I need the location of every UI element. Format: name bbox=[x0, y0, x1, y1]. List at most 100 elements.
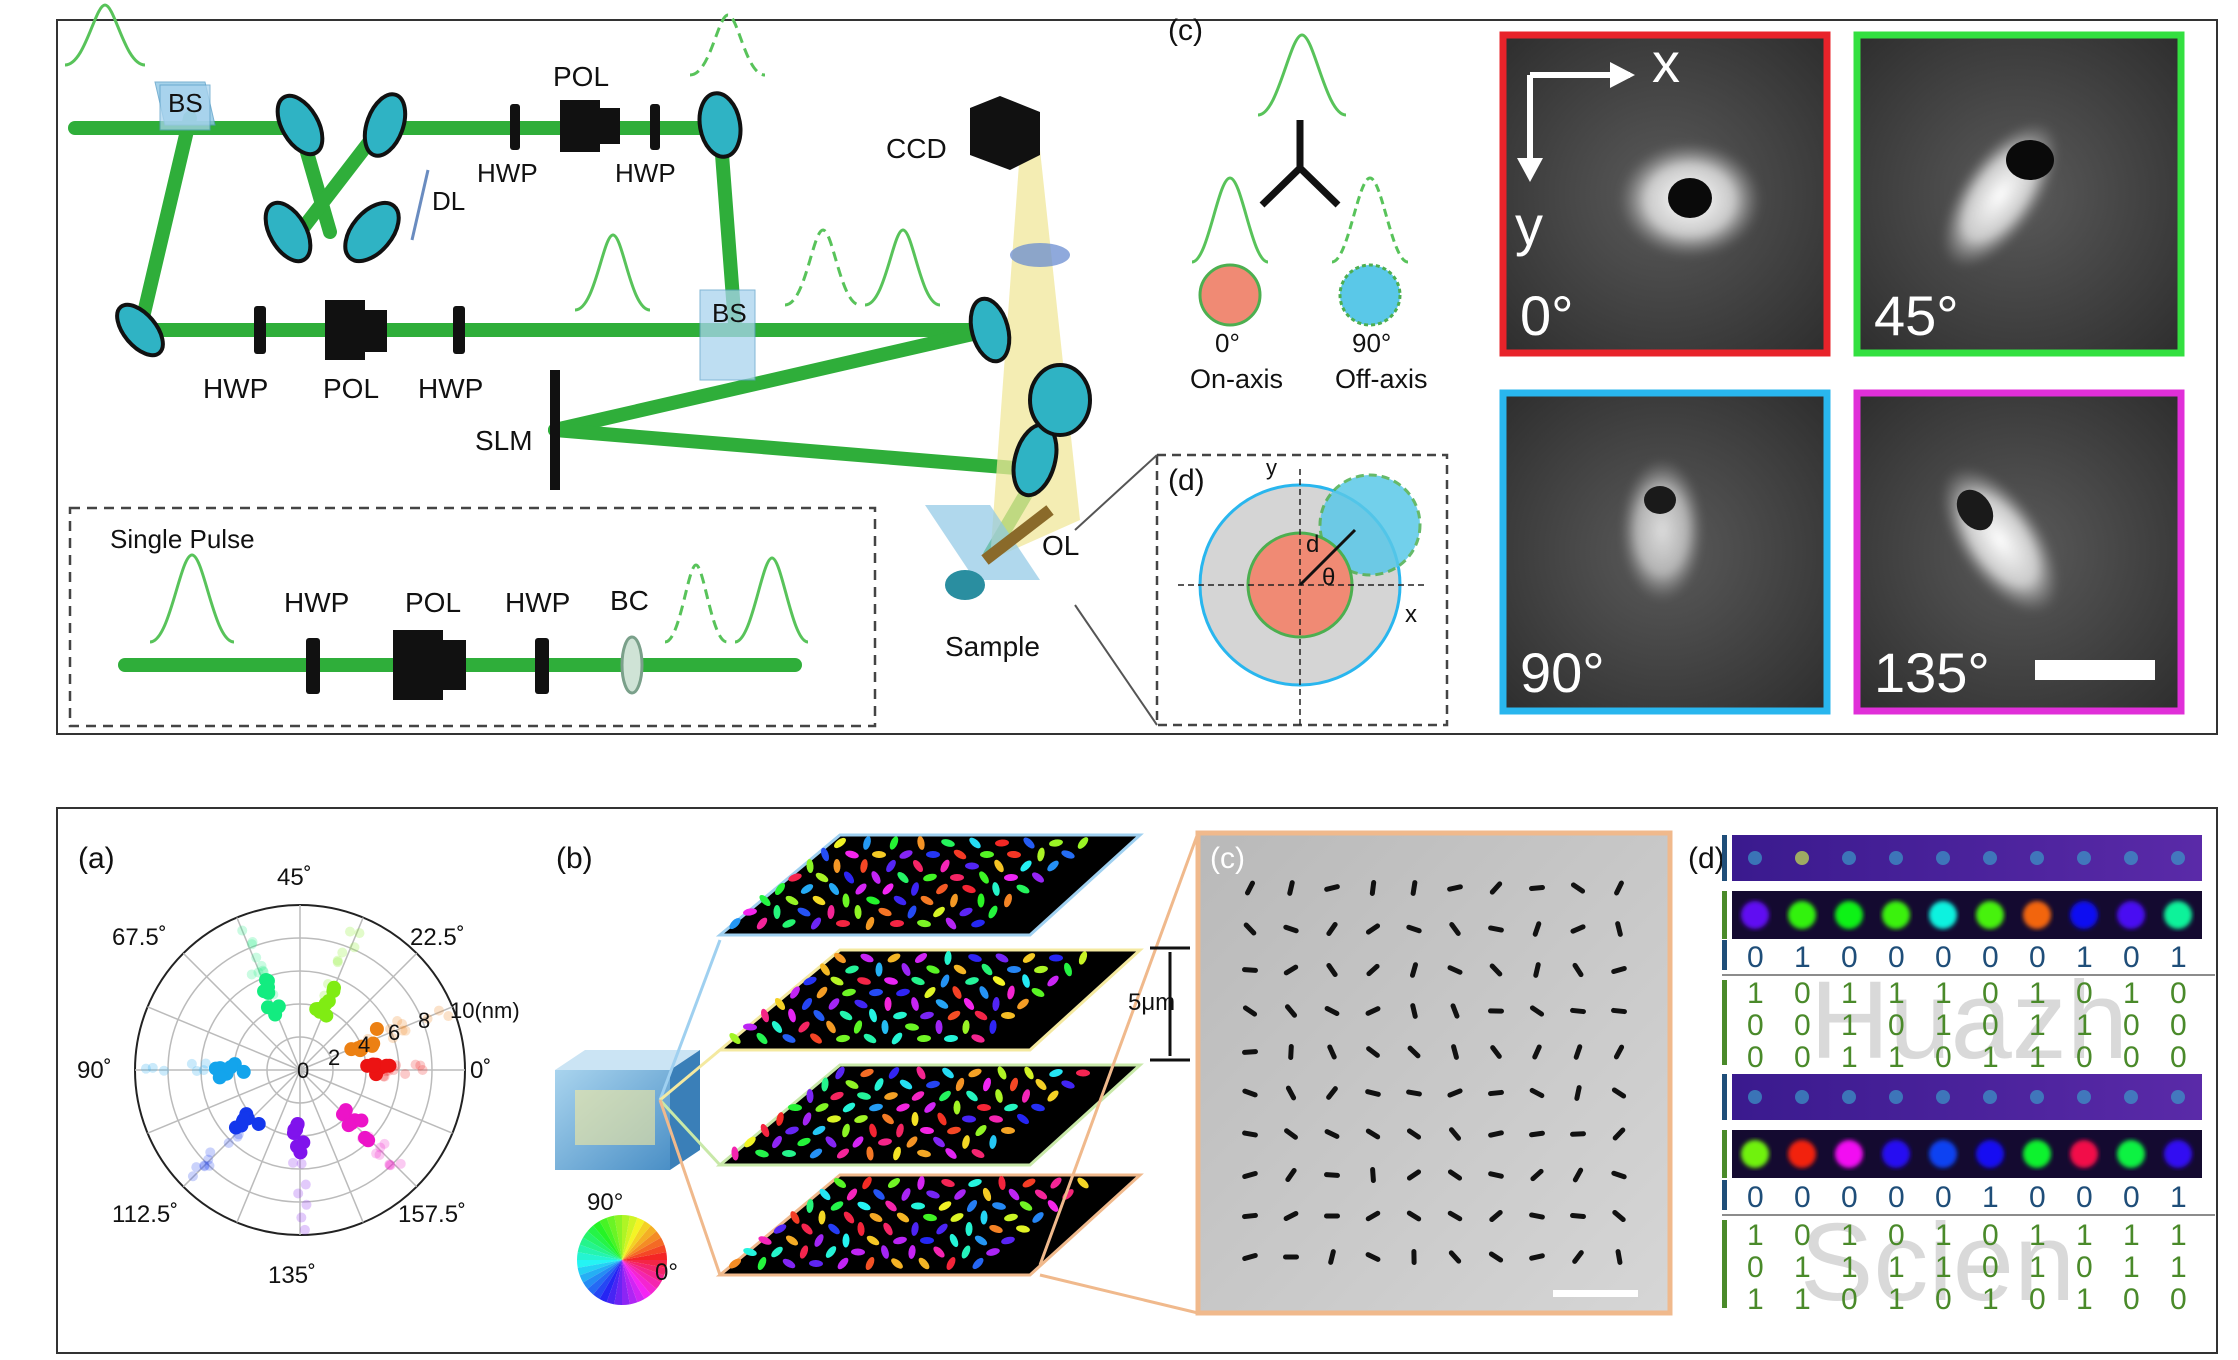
layer-dash bbox=[893, 1011, 907, 1020]
layer-dash bbox=[911, 976, 925, 986]
layer-dash bbox=[1032, 1212, 1044, 1223]
polar-faint-dot bbox=[223, 1138, 234, 1149]
sem-rod bbox=[1326, 1086, 1338, 1100]
bit-grid-2: 1 bbox=[1935, 1219, 1952, 1252]
layer-dash bbox=[917, 1034, 931, 1043]
bit-grid-2: 1 bbox=[2029, 1251, 2046, 1284]
layer-dash bbox=[947, 1010, 961, 1021]
inset-optics bbox=[306, 630, 549, 700]
d-y-label: y bbox=[1266, 455, 1277, 480]
micrograph-axes bbox=[1517, 62, 1635, 182]
off-axis-spot bbox=[1338, 263, 1402, 327]
layer-dash bbox=[1008, 1188, 1020, 1201]
sem-rod bbox=[1529, 1253, 1545, 1261]
layer-dash bbox=[776, 1112, 784, 1126]
layer-dash bbox=[968, 954, 982, 962]
polar-dot bbox=[236, 1112, 251, 1127]
polar-dot bbox=[251, 1116, 266, 1131]
sem-rod bbox=[1326, 921, 1338, 937]
bit-grid-1: 1 bbox=[1982, 1041, 1999, 1074]
inset-hwp1-label: HWP bbox=[284, 587, 349, 618]
sem-rod bbox=[1242, 1170, 1258, 1180]
sem-rod bbox=[1448, 1250, 1462, 1264]
layer-dash bbox=[878, 907, 892, 917]
blue-marks bbox=[1722, 835, 1727, 1210]
layer-dash bbox=[896, 1103, 910, 1112]
layer-dash bbox=[911, 1202, 925, 1210]
layer-dash bbox=[920, 1011, 934, 1020]
layer-dash bbox=[1009, 1077, 1019, 1092]
layer-dash bbox=[815, 872, 829, 883]
polar-dot bbox=[223, 1060, 238, 1075]
c-split-arrows bbox=[1259, 120, 1341, 208]
polar-faint-dot bbox=[384, 1160, 395, 1171]
layer-dash bbox=[809, 1259, 823, 1268]
sem-rod bbox=[1242, 1088, 1258, 1098]
strip-spots bbox=[1741, 851, 2192, 1168]
watermark-2: Scien bbox=[1800, 1201, 2075, 1324]
spacing-marker bbox=[1150, 946, 1190, 1062]
layer-dash bbox=[901, 963, 911, 976]
polar-dot bbox=[212, 1070, 227, 1085]
layer-dash bbox=[857, 1201, 871, 1211]
layer-dash bbox=[917, 919, 931, 928]
sem-rod bbox=[1365, 1252, 1381, 1262]
layer-dash bbox=[923, 1213, 937, 1222]
layer-dash bbox=[771, 1021, 783, 1033]
layer-dash bbox=[911, 1112, 919, 1126]
bit-grid-2: 1 bbox=[1747, 1219, 1764, 1252]
fluor-spot bbox=[1748, 851, 1762, 865]
layer-dash bbox=[917, 1149, 931, 1158]
sem-rod bbox=[1411, 1249, 1417, 1265]
layer-dash bbox=[1050, 1177, 1062, 1189]
polar-faint-dot bbox=[191, 1065, 202, 1076]
sem-rod bbox=[1488, 1089, 1504, 1097]
sem-rod bbox=[1572, 962, 1584, 978]
layer-dash bbox=[953, 964, 967, 975]
layer-connector bbox=[658, 1098, 722, 1167]
pulse-curves bbox=[64, 3, 941, 312]
layer-dash bbox=[813, 1009, 825, 1022]
fluor-spot bbox=[1795, 851, 1809, 865]
layer-dash bbox=[731, 1146, 739, 1161]
sample-spot bbox=[945, 570, 985, 600]
layer-dash bbox=[920, 1237, 934, 1244]
color-spot bbox=[2164, 1140, 2192, 1168]
polar-r-10: 10(nm) bbox=[450, 998, 520, 1023]
layer-dash bbox=[1001, 1126, 1015, 1135]
polar-faint-dot bbox=[332, 955, 343, 966]
layer-dash bbox=[966, 1090, 978, 1102]
sem-rod bbox=[1611, 1170, 1627, 1180]
lens bbox=[1028, 363, 1092, 437]
layer-dash bbox=[809, 1148, 823, 1159]
sem-rod bbox=[1613, 1044, 1625, 1060]
layer-dash bbox=[936, 1223, 948, 1235]
bit-grid-1: 0 bbox=[2170, 1009, 2187, 1042]
color-spot bbox=[2117, 1140, 2145, 1168]
layer-dash bbox=[882, 1113, 894, 1125]
bit-row-2: 0 bbox=[1935, 1181, 1952, 1214]
layer-dash bbox=[866, 1235, 880, 1246]
layer-dash bbox=[1077, 1177, 1089, 1189]
color-spot bbox=[1929, 1140, 1957, 1168]
bit-grid-1: 0 bbox=[1982, 977, 1999, 1010]
layer-dash bbox=[1078, 951, 1088, 965]
off-axis-circle bbox=[1318, 473, 1422, 577]
bit-row-2: 0 bbox=[1747, 1181, 1764, 1214]
sample-label: Sample bbox=[945, 631, 1040, 662]
layer-dash bbox=[860, 953, 874, 963]
layer-dash bbox=[905, 1023, 919, 1031]
polar-faint-dot bbox=[296, 1158, 307, 1169]
layer-dash bbox=[839, 1010, 853, 1021]
layer-dash bbox=[871, 871, 881, 884]
bit-grid-2: 1 bbox=[2029, 1219, 2046, 1252]
layer-dash bbox=[1049, 1069, 1063, 1077]
sem-rod bbox=[1447, 1210, 1463, 1222]
on-axis-pulse bbox=[1191, 176, 1269, 264]
fluor-spot bbox=[2124, 1090, 2138, 1104]
sem-rod bbox=[1530, 1168, 1544, 1182]
layer-dash bbox=[771, 1246, 783, 1258]
bit-grid-2: 1 bbox=[1982, 1283, 1999, 1316]
layer-dash bbox=[992, 997, 1000, 1011]
polar-dot bbox=[326, 980, 341, 995]
